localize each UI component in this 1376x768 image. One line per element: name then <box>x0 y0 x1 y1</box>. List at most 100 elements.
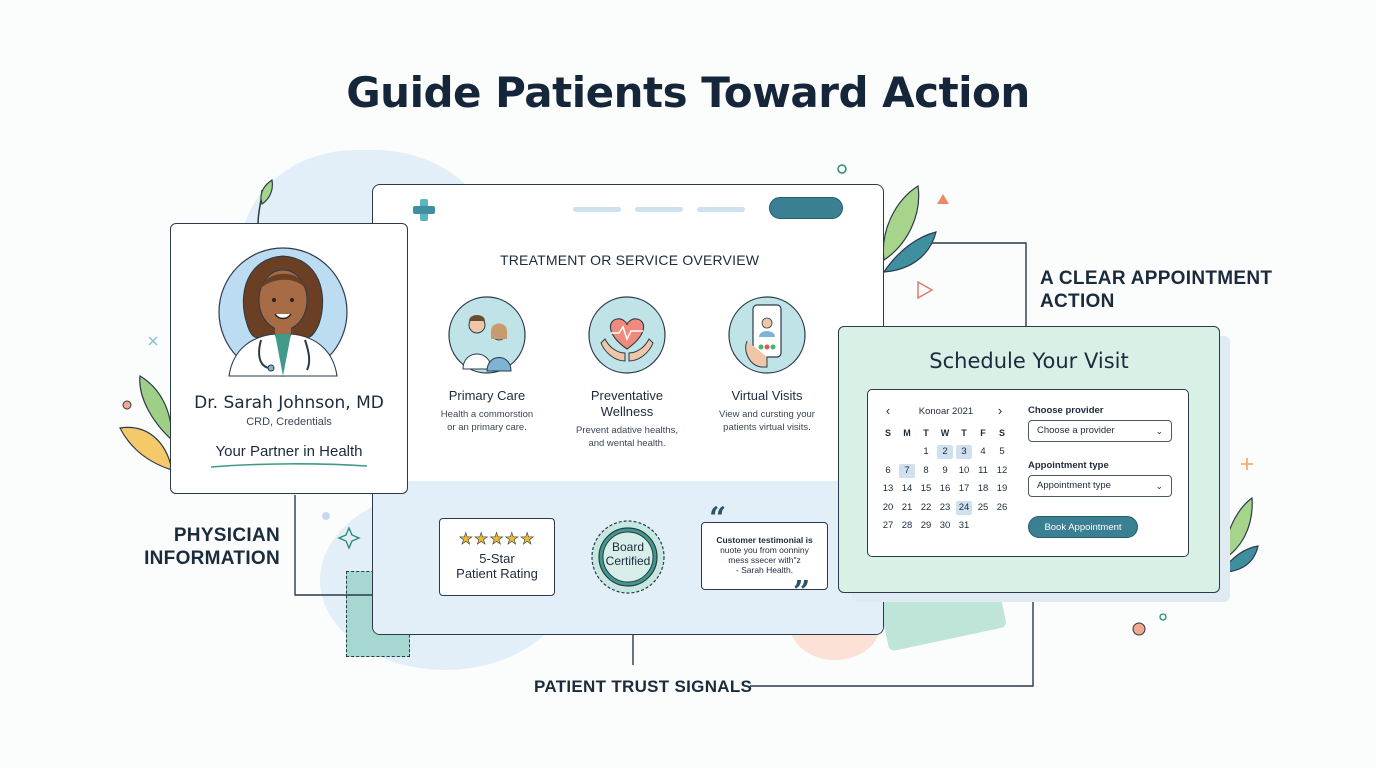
calendar-day[interactable]: 13 <box>882 483 894 494</box>
badge-text: Board Certified <box>589 540 667 568</box>
appointment-type-select[interactable]: Appointment type ⌄ <box>1028 475 1172 497</box>
calendar-day[interactable]: 10 <box>958 464 970 476</box>
calendar-day[interactable]: 24 <box>956 500 972 515</box>
calendar-day[interactable]: 3 <box>956 445 972 459</box>
calendar-prev-button[interactable]: ‹ <box>885 403 891 418</box>
calendar-weekday: T <box>923 428 929 438</box>
calendar-next-button[interactable]: › <box>997 403 1003 418</box>
tagline-underline <box>210 463 368 468</box>
calendar-day[interactable]: 1 <box>923 446 929 457</box>
calendar-day[interactable]: 2 <box>937 445 953 459</box>
calendar-day[interactable]: 20 <box>882 501 894 513</box>
calendar-day[interactable]: 15 <box>920 483 932 494</box>
calendar-day[interactable]: 23 <box>939 501 951 513</box>
appointment-type-value: Appointment type <box>1037 480 1111 491</box>
service-title: Virtual Visits <box>731 388 803 403</box>
heart-hands-icon <box>588 296 666 374</box>
testimonial-line: Customer testimonial is <box>716 535 813 545</box>
service-primary-care[interactable]: Primary Care Health a commorstion or an … <box>417 295 557 434</box>
calendar-weekday: M <box>903 428 911 438</box>
connector-physician <box>294 495 372 596</box>
service-desc-line: or an primary care. <box>447 422 527 433</box>
calendar-day[interactable]: 25 <box>977 501 989 513</box>
dot-icon <box>837 164 847 174</box>
sprout-icon <box>257 178 273 225</box>
nav-placeholder-1[interactable] <box>573 207 621 212</box>
calendar-weekday: W <box>940 428 950 438</box>
callout-appointment-line-2: ACTION <box>1040 291 1115 312</box>
calendar-weekday: S <box>998 428 1005 438</box>
service-virtual-visits[interactable]: Virtual Visits View and cursting your pa… <box>697 295 837 434</box>
website-mockup: TREATMENT OR SERVICE OVERVIEW Primary Ca… <box>372 184 884 635</box>
calendar-day[interactable]: 16 <box>939 483 951 494</box>
calendar-day[interactable]: 18 <box>977 483 989 494</box>
calendar-day[interactable]: 7 <box>899 463 915 478</box>
callout-appointment: A CLEAR APPOINTMENT ACTION <box>1040 267 1280 313</box>
appointment-type-label: Appointment type <box>1028 460 1109 471</box>
nav-cta-button[interactable] <box>769 197 843 219</box>
service-title: Primary Care <box>448 388 526 403</box>
calendar-day[interactable]: 21 <box>901 501 913 513</box>
calendar-day[interactable]: 22 <box>920 501 932 513</box>
physician-tagline: Your Partner in Health <box>215 443 363 460</box>
calendar-day[interactable]: 30 <box>939 520 951 531</box>
provider-select[interactable]: Choose a provider ⌄ <box>1028 420 1172 442</box>
calendar-day[interactable]: 11 <box>978 464 988 476</box>
calendar-day[interactable]: 6 <box>885 464 891 476</box>
calendar-day[interactable]: 17 <box>958 483 970 494</box>
physician-name: Dr. Sarah Johnson, MD <box>194 393 384 413</box>
five-stars-icon: ★★★★★ <box>458 531 536 549</box>
overview-heading: TREATMENT OR SERVICE OVERVIEW <box>500 252 760 268</box>
calendar-day[interactable]: 28 <box>901 520 913 531</box>
calendar-weekday: F <box>980 428 986 438</box>
chevron-down-icon: ⌄ <box>1155 481 1163 491</box>
medical-cross-logo-icon <box>413 199 435 221</box>
service-title-line: Preventative <box>590 388 664 403</box>
calendar-day[interactable]: 31 <box>958 520 970 531</box>
calendar-day[interactable]: 14 <box>901 483 913 494</box>
calendar-day[interactable]: 29 <box>920 520 932 531</box>
nav-placeholder-2[interactable] <box>635 207 683 212</box>
calendar-day[interactable]: 26 <box>996 501 1008 513</box>
calendar-day[interactable]: 12 <box>996 464 1008 476</box>
schedule-title: Schedule Your Visit <box>929 349 1129 373</box>
rating-line-1: 5-Star <box>479 551 515 566</box>
calendar-day[interactable]: 8 <box>923 464 929 476</box>
connector-appointment <box>932 242 1027 326</box>
callout-physician-line-1: PHYSICIAN <box>173 525 280 546</box>
service-desc-line: patients virtual visits. <box>723 422 811 433</box>
service-preventative-wellness[interactable]: Preventative Wellness Prevent adative he… <box>557 295 697 450</box>
dot-icon <box>322 512 330 520</box>
calendar-day[interactable]: 4 <box>980 446 986 457</box>
calendar-month: Konoar 2021 <box>918 406 974 417</box>
testimonial-card: Customer testimonial is nuote you from o… <box>701 522 828 590</box>
calendar-day[interactable]: 19 <box>996 483 1008 494</box>
quote-close-icon: ” <box>793 575 811 610</box>
calendar-day[interactable]: 9 <box>942 464 948 476</box>
badge-line-1: Board <box>611 540 645 554</box>
callout-trust: PATIENT TRUST SIGNALS <box>534 677 753 696</box>
leaf-cluster-left-icon <box>119 375 173 471</box>
dot-icon <box>1159 613 1167 621</box>
plus-sparkle-icon <box>1241 458 1253 470</box>
nav-placeholder-3[interactable] <box>697 207 745 212</box>
callout-physician: PHYSICIAN INFORMATION <box>140 524 280 570</box>
calendar-day[interactable]: 5 <box>999 446 1005 457</box>
phone-video-icon <box>728 296 806 374</box>
schedule-panel: Schedule Your Visit ‹ Konoar 2021 › S M T W… <box>838 326 1220 593</box>
service-desc-line: View and cursting your <box>719 409 815 420</box>
calendar-day[interactable]: 27 <box>882 520 894 531</box>
book-appointment-button[interactable]: Book Appointment <box>1028 516 1138 538</box>
physician-credentials: CRD, Credentials <box>246 416 332 428</box>
leaf-cluster-top-right-icon <box>882 184 937 273</box>
rating-card: ★★★★★ 5-Star Patient Rating <box>439 518 555 596</box>
dot-icon <box>1132 622 1146 636</box>
service-title-line: Wellness <box>600 404 654 419</box>
cross-sparkle-icon <box>148 336 158 346</box>
service-desc-line: Prevent adative healths, <box>576 425 678 436</box>
testimonial-line: - Sarah Health. <box>735 565 794 575</box>
calendar-weekday: T <box>961 428 967 438</box>
provider-select-value: Choose a provider <box>1037 425 1115 436</box>
